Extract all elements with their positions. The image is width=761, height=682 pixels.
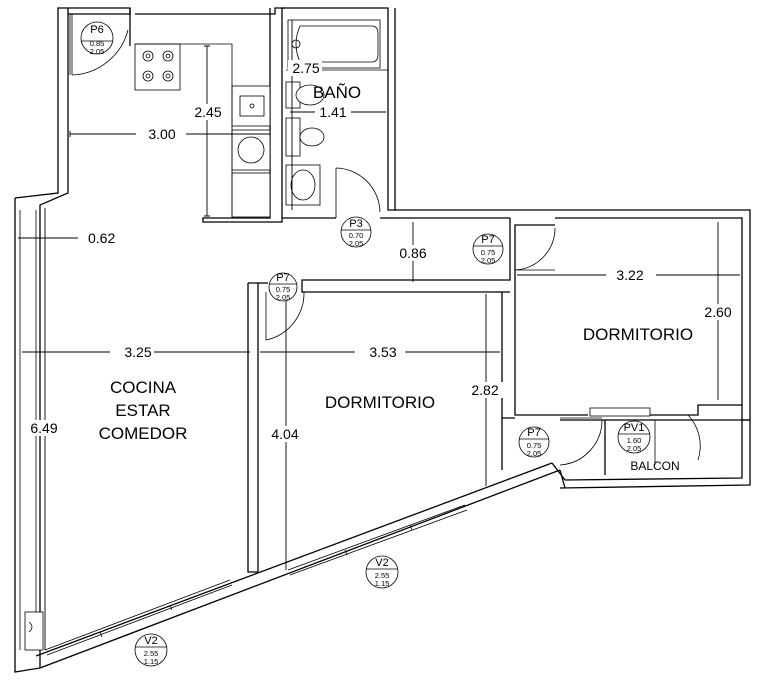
opening-tag-p7-center: P7 0.75 2.05 xyxy=(268,272,298,302)
svg-text:0.75: 0.75 xyxy=(276,285,291,294)
bidet-tank-icon xyxy=(285,117,301,157)
svg-text:0.75: 0.75 xyxy=(527,441,542,450)
svg-text:V2: V2 xyxy=(375,557,388,569)
doors xyxy=(69,14,701,466)
opening-tag-v2-left: V2 2.55 1.15 xyxy=(134,633,168,667)
fridge-icon xyxy=(231,172,271,218)
svg-text:0.75: 0.75 xyxy=(481,248,496,257)
svg-text:V2: V2 xyxy=(144,635,157,647)
svg-text:1.15: 1.15 xyxy=(144,657,159,666)
kitchen-fixtures xyxy=(134,43,271,218)
svg-text:P7: P7 xyxy=(527,427,540,439)
opening-tag-pv1: PV1 1.60 2.05 xyxy=(617,420,651,454)
dim-living-width: 3.25 xyxy=(124,344,151,360)
room-label-balcon: BALCON xyxy=(630,459,679,473)
room-label-estar: ESTAR xyxy=(115,401,170,420)
svg-text:1.60: 1.60 xyxy=(627,436,642,445)
opening-tag-p3: P3 0.70 2.05 xyxy=(340,216,372,248)
svg-text:P7: P7 xyxy=(276,272,289,284)
dim-dorm-right-depth: 2.60 xyxy=(704,304,731,320)
dim-living-depth: 6.49 xyxy=(30,420,57,436)
room-label-dormitorio-center: DORMITORIO xyxy=(325,393,435,412)
svg-text:P7: P7 xyxy=(481,234,494,246)
room-label-cocina: COCINA xyxy=(110,378,177,397)
dim-bath-width: 1.41 xyxy=(319,104,346,120)
dim-kitchen-width: 3.00 xyxy=(148,126,175,142)
svg-text:PV1: PV1 xyxy=(624,422,645,434)
opening-tag-p6: P6 0.85 2.05 xyxy=(80,21,114,56)
svg-text:2.05: 2.05 xyxy=(349,239,364,248)
room-label-bano: BAÑO xyxy=(313,83,361,102)
dim-dorm-center-depth: 4.04 xyxy=(271,426,298,442)
dim-dorm-center-depth2: 2.82 xyxy=(471,382,498,398)
svg-text:0.70: 0.70 xyxy=(349,231,364,240)
bidet-icon xyxy=(299,127,325,147)
opening-tag-p7-right: P7 0.75 2.05 xyxy=(472,233,504,265)
svg-text:1.15: 1.15 xyxy=(375,579,390,588)
dimension-labels: 3.00 2.45 2.75 1.41 0.62 3.25 6.49 0.86 … xyxy=(24,60,738,442)
toilet-icon xyxy=(295,84,325,106)
opening-tag-v2-right: V2 2.55 1.15 xyxy=(365,555,399,589)
svg-text:2.05: 2.05 xyxy=(90,47,105,56)
svg-text:2.05: 2.05 xyxy=(527,449,542,458)
opening-tag-p7-bottom: P7 0.75 2.05 xyxy=(518,426,550,458)
dim-wall-offset: 0.62 xyxy=(88,230,115,246)
svg-text:2.05: 2.05 xyxy=(276,293,291,302)
svg-text:2.05: 2.05 xyxy=(481,256,496,265)
svg-text:2.05: 2.05 xyxy=(627,444,642,453)
svg-text:0.85: 0.85 xyxy=(90,39,105,48)
svg-text:2.55: 2.55 xyxy=(375,571,390,580)
room-label-comedor: COMEDOR xyxy=(99,424,188,443)
facade-windows xyxy=(44,504,468,656)
dim-bath-length: 2.75 xyxy=(292,60,319,76)
room-label-dormitorio-right: DORMITORIO xyxy=(583,325,693,344)
stove-icon xyxy=(134,43,181,91)
svg-text:2.55: 2.55 xyxy=(144,649,159,658)
dim-dorm-center-width: 3.53 xyxy=(369,344,396,360)
svg-text:P3: P3 xyxy=(349,218,362,230)
dim-dorm-right-width: 3.22 xyxy=(616,267,643,283)
svg-text:P6: P6 xyxy=(90,24,103,36)
dim-kitchen-depth: 2.45 xyxy=(194,104,221,120)
dim-hall-width: 0.86 xyxy=(399,245,426,261)
